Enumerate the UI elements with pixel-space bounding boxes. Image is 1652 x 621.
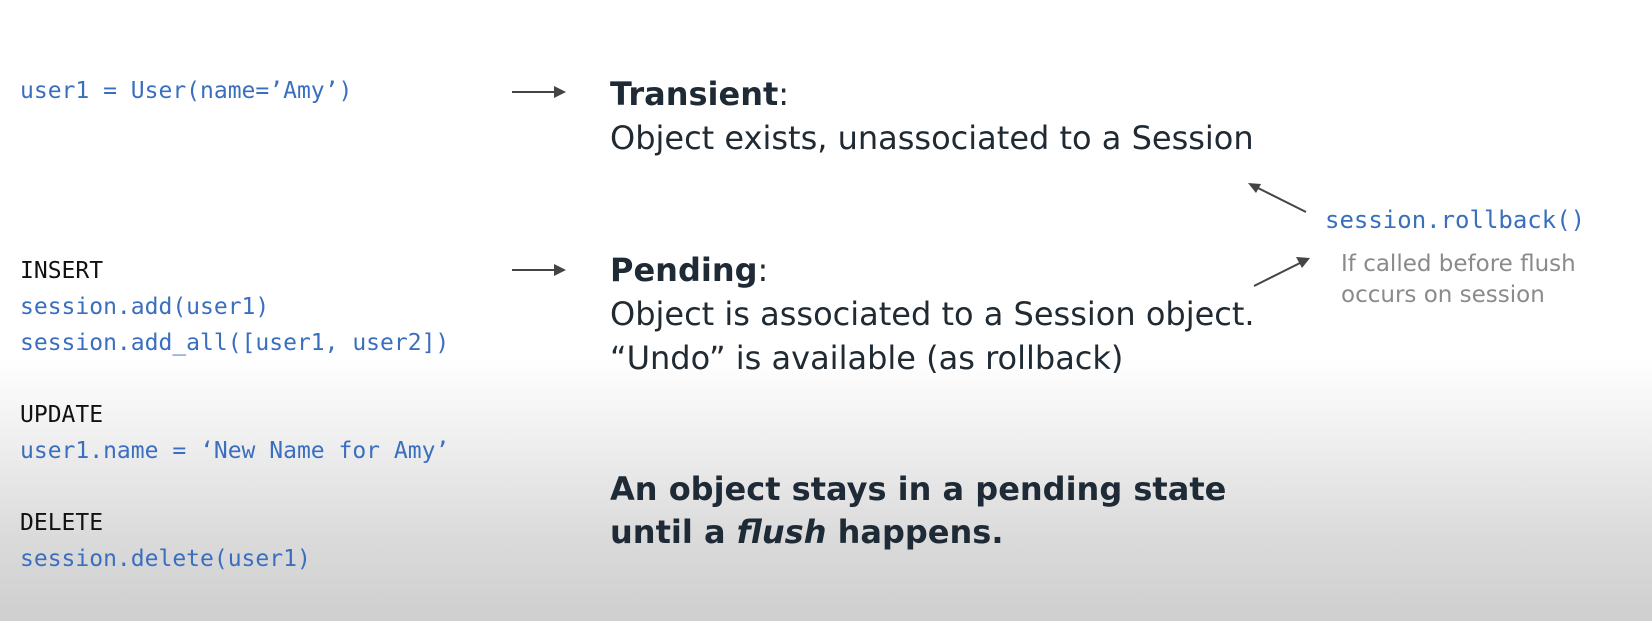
update-label: UPDATE (20, 402, 104, 428)
note-line-2-prefix: until a (610, 513, 737, 551)
transient-title: Transient (610, 75, 779, 113)
pending-description-line-1: Object is associated to a Session object… (610, 295, 1255, 333)
pending-colon: : (757, 251, 769, 289)
pending-heading: Pending: (610, 248, 1255, 292)
rollback-hint-line-2: occurs on session (1341, 282, 1545, 308)
transient-state: Transient: Object exists, unassociated t… (610, 72, 1254, 160)
pending-description-line-2: “Undo” is available (as rollback) (610, 339, 1124, 377)
transient-heading: Transient: (610, 72, 1254, 116)
note-line-2-suffix: happens. (826, 513, 1004, 551)
session-rollback-code: session.rollback() (1325, 206, 1586, 234)
update-name-code: user1.name = ‘New Name for Amy’ (20, 438, 450, 464)
pending-to-rollback-arrow-icon (1253, 257, 1310, 287)
session-add-all-code: session.add_all([user1, user2]) (20, 330, 450, 356)
session-delete-code: session.delete(user1) (20, 546, 311, 572)
transient-colon: : (778, 75, 790, 113)
insert-label: INSERT (20, 258, 104, 284)
rollback-hint-line-1: If called before flush (1341, 251, 1576, 277)
note-line-2: until a flush happens. (610, 511, 1226, 554)
pending-title: Pending (610, 251, 758, 289)
arrow-to-pending-icon (512, 264, 566, 276)
rollback-to-transient-arrow-icon (1248, 183, 1307, 213)
arrow-to-transient-icon (512, 86, 566, 98)
transient-description: Object exists, unassociated to a Session (610, 119, 1254, 157)
pending-state: Pending: Object is associated to a Sessi… (610, 248, 1255, 380)
delete-label: DELETE (20, 510, 104, 536)
rollback-hint: If called before flush occurs on session (1341, 249, 1576, 311)
note-flush-emphasis: flush (736, 513, 827, 551)
note-line-1: An object stays in a pending state (610, 470, 1227, 508)
create-user-code: user1 = User(name=’Amy’) (20, 78, 353, 104)
pending-flush-note: An object stays in a pending state until… (610, 468, 1226, 554)
session-add-code: session.add(user1) (20, 294, 270, 320)
